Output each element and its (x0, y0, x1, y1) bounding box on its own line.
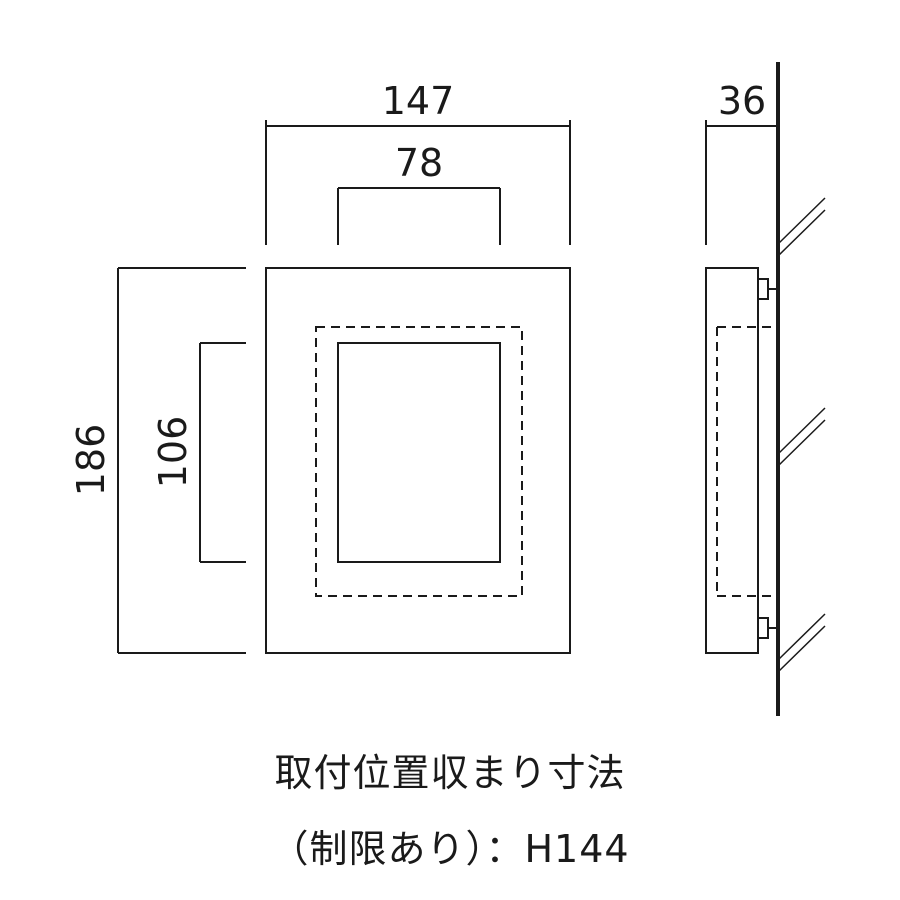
front-inner-window (337, 342, 501, 563)
side-dashed-outline (716, 326, 778, 597)
dim-depth-label: 36 (718, 79, 766, 123)
side-bracket-top (757, 278, 778, 300)
dim-inner-height-label: 106 (151, 416, 195, 489)
wall-hatch (777, 197, 826, 673)
dim-inner-height-lines (199, 342, 246, 563)
dim-inner-width-lines (337, 187, 501, 245)
caption-title: 取付位置収まり寸法 (274, 751, 626, 795)
dim-outer-width-lines (265, 120, 571, 245)
dim-outer-height-lines (117, 267, 246, 654)
dim-outer-height-label: 186 (69, 424, 113, 497)
caption-constraint: （制限あり）：H144 (270, 827, 630, 871)
dim-inner-width-label: 78 (395, 141, 443, 185)
dim-outer-width-label: 147 (382, 79, 455, 123)
front-dashed-outline (315, 326, 523, 597)
front-outer-frame (265, 267, 571, 654)
dim-depth-lines (705, 120, 778, 245)
side-body (705, 267, 759, 654)
side-bracket-bottom (757, 617, 778, 639)
